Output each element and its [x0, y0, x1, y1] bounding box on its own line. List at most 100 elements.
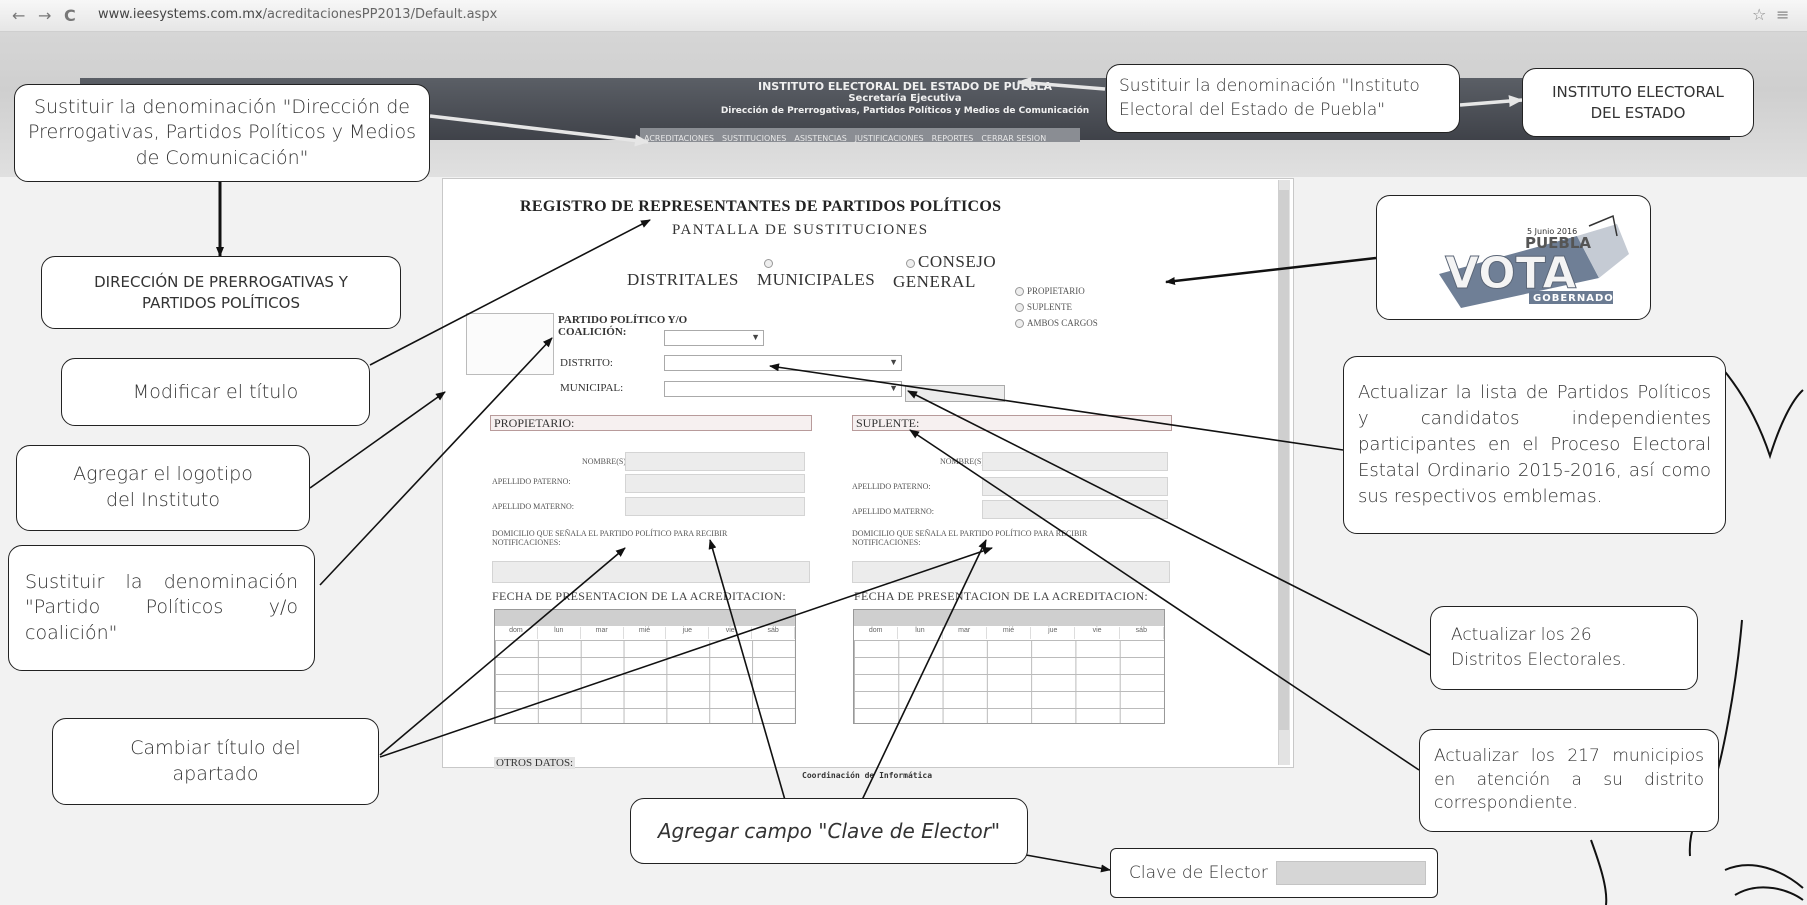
clave-elector-input[interactable] — [1275, 861, 1426, 885]
day-label: mié — [624, 627, 667, 639]
prop-nombre-input[interactable] — [625, 452, 805, 471]
callout-cambiar: Cambiar título del apartado — [52, 718, 379, 805]
calendar-grid[interactable] — [854, 640, 1164, 723]
day-label: dom — [495, 627, 538, 639]
logo-gobernador: GOBERNADOR — [1533, 293, 1622, 304]
callout-clave-text: Agregar campo "Clave de Elector" — [657, 819, 1001, 843]
sup-fecha-label: FECHA DE PRESENTACION DE LA ACREDITACION… — [854, 589, 1149, 603]
forward-arrow-icon[interactable]: → — [38, 6, 52, 25]
browser-toolbar: ← → C www.ieesystems.com.mx/acreditacion… — [0, 0, 1807, 32]
calendar-header[interactable] — [854, 610, 1164, 626]
callout-titulo-text: Modificar el título — [132, 381, 299, 403]
day-label: vie — [1075, 627, 1120, 639]
logo-date: 5 Junio 2016 — [1527, 227, 1577, 236]
callout-instituto: Sustituir la denominación "Instituto Ele… — [1106, 64, 1460, 133]
sup-materno-label: APELLIDO MATERNO: — [852, 507, 934, 516]
partido-select[interactable]: ▼ — [664, 330, 764, 346]
sup-paterno-label: APELLIDO PATERNO: — [852, 482, 931, 491]
radio-municipales-icon[interactable] — [764, 258, 776, 269]
cargo-suplente-label: SUPLENTE — [1027, 302, 1072, 312]
address-bar[interactable]: www.ieesystems.com.mx/acreditacionesPP20… — [98, 7, 497, 22]
radio-consejo-icon[interactable] — [906, 258, 915, 268]
day-label: mar — [581, 627, 624, 639]
menu-cerrar-sesion[interactable]: CERRAR SESION — [981, 134, 1047, 143]
municipal-label: MUNICIPAL: — [560, 382, 624, 394]
day-label: sáb — [1120, 627, 1164, 639]
logo-puebla: PUEBLA — [1525, 234, 1591, 252]
logo-callout: 5 Junio 2016 PUEBLA VOTA GOBERNADOR — [1376, 195, 1651, 320]
callout-cambiar-text: Cambiar título del apartado — [130, 736, 301, 785]
scrollbar-thumb[interactable] — [1279, 190, 1289, 730]
prop-nombre-label: NOMBRE(S): — [582, 457, 629, 466]
prop-domicilio-label-1: DOMICILIO QUE SEÑALA EL PARTIDO POLÍTICO… — [492, 529, 728, 538]
calendar-grid[interactable] — [495, 640, 795, 723]
option-general: GENERAL — [893, 272, 976, 291]
form-subtitle: PANTALLA DE SUSTITUCIONES — [672, 222, 929, 238]
option-municipales[interactable]: MUNICIPALES — [757, 270, 876, 289]
sup-nombre-label: NOMBRE(S): — [940, 457, 987, 466]
propietario-section: PROPIETARIO: — [490, 415, 812, 431]
suplente-section: SUPLENTE: — [852, 415, 1172, 431]
cargo-propietario[interactable]: PROPIETARIO — [1015, 286, 1085, 297]
menu-justificaciones[interactable]: JUSTIFICACIONES — [854, 134, 924, 143]
sup-domicilio-label-2: NOTIFICACIONES: — [852, 538, 921, 547]
menu-asistencias[interactable]: ASISTENCIAS — [794, 134, 847, 143]
day-label: jue — [1031, 627, 1076, 639]
day-label: dom — [854, 627, 899, 639]
cargo-ambos-label: AMBOS CARGOS — [1027, 318, 1098, 328]
callout-municipios-text: Actualizar los 217 municipios en atenció… — [1434, 745, 1704, 814]
partido-label-1: PARTIDO POLÍTICO Y/O — [558, 314, 688, 326]
prop-paterno-label: APELLIDO PATERNO: — [492, 477, 571, 486]
cargo-ambos[interactable]: AMBOS CARGOS — [1015, 318, 1098, 329]
day-label: lun — [538, 627, 581, 639]
option-consejo[interactable]: CONSEJO — [906, 252, 996, 272]
cargo-suplente[interactable]: SUPLENTE — [1015, 302, 1072, 313]
option-distritales[interactable]: DISTRITALES — [627, 270, 739, 289]
sup-materno-input[interactable] — [982, 500, 1168, 519]
url-path: /acreditacionesPP2013/Default.aspx — [262, 7, 498, 22]
clave-elector-field-callout: Clave de Elector — [1110, 848, 1438, 898]
prop-materno-label: APELLIDO MATERNO: — [492, 502, 574, 511]
callout-municipios: Actualizar los 217 municipios en atenció… — [1419, 729, 1719, 832]
banner-secretaria: Secretaría Ejecutiva — [848, 93, 962, 104]
day-label: vie — [709, 627, 753, 639]
menu-sustituciones[interactable]: SUSTITUCIONES — [722, 134, 787, 143]
callout-logotipo-text: Agregar el logotipo del Instituto — [73, 463, 253, 511]
back-arrow-icon[interactable]: ← — [12, 6, 26, 25]
search-button[interactable] — [905, 385, 1005, 402]
callout-instituto-new-text: INSTITUTO ELECTORAL DEL ESTADO — [1552, 83, 1724, 122]
callout-distritos-text: Actualizar los 26 Distritos Electorales. — [1451, 625, 1627, 670]
day-label: jue — [666, 627, 710, 639]
bookmark-star-icon[interactable]: ☆ — [1752, 5, 1767, 24]
menu-reportes[interactable]: REPORTES — [931, 134, 974, 143]
form-title: REGISTRO DE REPRESENTANTES DE PARTIDOS P… — [520, 198, 1002, 215]
chevron-down-icon: ▼ — [889, 357, 898, 367]
prop-paterno-input[interactable] — [625, 474, 805, 493]
municipal-select[interactable]: ▼ — [664, 381, 902, 397]
sup-domicilio-input[interactable] — [852, 561, 1170, 583]
sup-nombre-input[interactable] — [982, 452, 1168, 471]
menu-icon[interactable]: ≡ — [1776, 5, 1790, 24]
distrito-select[interactable]: ▼ — [664, 355, 902, 371]
prop-domicilio-input[interactable] — [492, 561, 810, 583]
cargo-propietario-label: PROPIETARIO — [1027, 286, 1085, 296]
callout-partido-text: Sustituir la denominación "Partido Polít… — [25, 570, 298, 644]
menu-acreditaciones[interactable]: ACREDITACIONES — [644, 134, 715, 143]
sup-paterno-input[interactable] — [982, 477, 1168, 496]
partido-label-2: COALICIÓN: — [558, 326, 627, 338]
reload-icon[interactable]: C — [64, 6, 76, 25]
clave-elector-label: Clave de Elector — [1129, 863, 1268, 883]
calendar-header[interactable] — [495, 610, 795, 626]
site-menu: ACREDITACIONES SUSTITUCIONES ASISTENCIAS JU… — [640, 128, 1080, 143]
banner-institute: INSTITUTO ELECTORAL DEL ESTADO DE PUEBLA — [757, 80, 1052, 93]
vota-logo: 5 Junio 2016 PUEBLA VOTA GOBERNADOR — [1439, 214, 1629, 308]
callout-clave: Agregar campo "Clave de Elector" — [630, 798, 1028, 864]
prop-materno-input[interactable] — [625, 497, 805, 516]
day-label: mié — [987, 627, 1032, 639]
arrow-clave-field — [1025, 854, 1111, 873]
